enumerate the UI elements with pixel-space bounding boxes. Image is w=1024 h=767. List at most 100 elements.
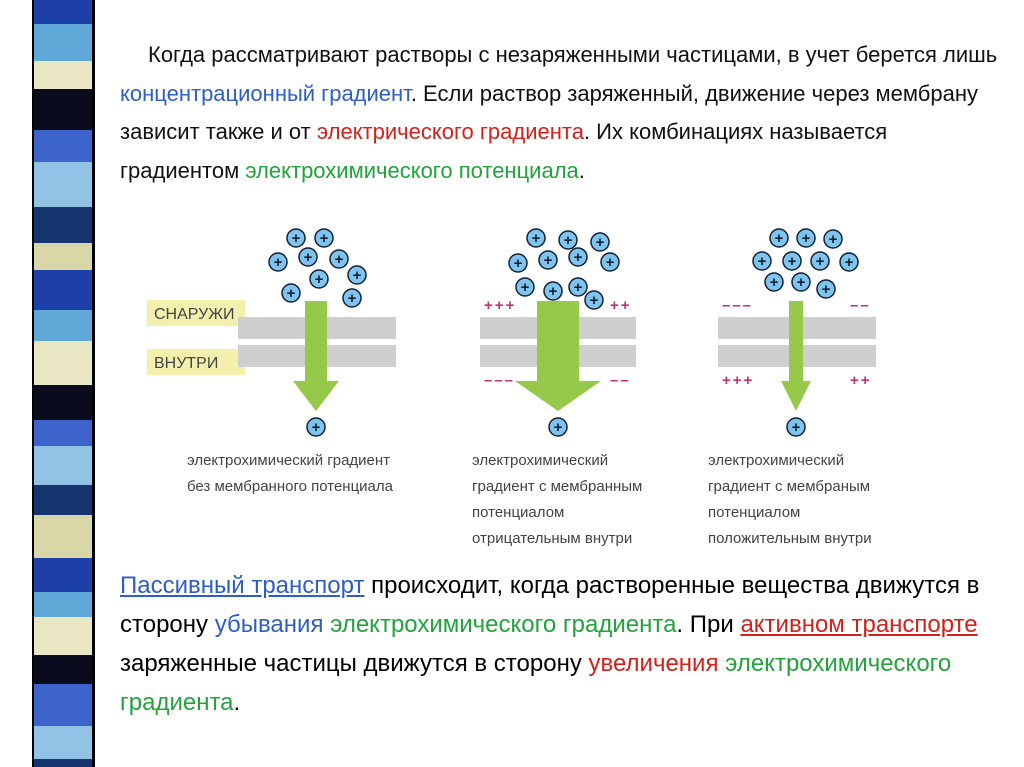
svg-text:+: +	[816, 253, 825, 270]
label-inside: ВНУТРИ	[154, 355, 218, 372]
panel-caption-line: электрохимический градиент	[187, 452, 390, 469]
svg-text:+: +	[822, 281, 831, 298]
positive-ion-icon: +	[526, 228, 546, 248]
term-increase: увеличения	[588, 650, 719, 677]
panel-caption-line: положительным внутри	[708, 530, 872, 547]
panel-caption-line: электрохимический	[708, 452, 844, 469]
stripe-block	[32, 89, 94, 130]
positive-ion-icon: +	[508, 253, 528, 273]
stripe-block	[32, 485, 94, 515]
panel-caption-line: градиент с мембранным	[472, 478, 642, 495]
gradient-arrow	[293, 301, 339, 411]
svg-text:+: +	[320, 230, 329, 247]
positive-ion-icon: +	[786, 417, 806, 437]
panel-caption-line: без мембранного потенциала	[187, 478, 394, 495]
term-passive-transport[interactable]: Пассивный транспорт	[120, 572, 365, 599]
svg-text:+: +	[829, 231, 838, 248]
svg-text:+: +	[770, 274, 779, 291]
stripe-block	[32, 310, 94, 341]
stripe-block	[32, 61, 94, 89]
svg-text:+: +	[845, 254, 854, 271]
stripe-block	[32, 617, 94, 655]
svg-text:+: +	[312, 419, 321, 436]
svg-text:+: +	[758, 253, 767, 270]
panel-caption-line: потенциалом	[708, 504, 800, 521]
positive-ion-icon: +	[281, 283, 301, 303]
positive-ion-icon: +	[839, 252, 859, 272]
positive-ion-icon: +	[590, 232, 610, 252]
term-electrochemical-gradient-1: электрохимического градиента	[330, 611, 677, 638]
positive-ion-icon: +	[764, 272, 784, 292]
stripe-block	[32, 759, 94, 767]
stripe-block	[32, 385, 94, 420]
stripe-block	[32, 207, 94, 243]
intro-text-1: Когда рассматривают растворы с незаряжен…	[148, 42, 998, 67]
positive-ion-icon: +	[347, 265, 367, 285]
svg-text:+: +	[564, 232, 573, 249]
svg-text:+: +	[353, 267, 362, 284]
svg-text:+: +	[797, 274, 806, 291]
gradient-arrow	[781, 301, 811, 411]
svg-text:+: +	[532, 230, 541, 247]
positive-ion-icon: +	[558, 230, 578, 250]
svg-text:+: +	[788, 253, 797, 270]
panel-caption-line: градиент с мембраным	[708, 478, 870, 495]
svg-text:+: +	[792, 419, 801, 436]
stripe-block	[32, 558, 94, 592]
svg-text:+: +	[596, 234, 605, 251]
svg-text:+: +	[554, 419, 563, 436]
positive-ion-icon: +	[286, 228, 306, 248]
stripe-block	[32, 270, 94, 310]
stripe-block	[32, 515, 94, 558]
outro-text-1: происходит, когда растворенные вещества …	[120, 572, 980, 638]
stripe-block	[32, 243, 94, 270]
positive-ion-icon: +	[329, 249, 349, 269]
svg-text:+: +	[514, 255, 523, 272]
positive-ion-icon: +	[298, 247, 318, 267]
svg-text:+: +	[574, 249, 583, 266]
positive-ion-icon: +	[584, 290, 604, 310]
positive-ion-icon: +	[810, 251, 830, 271]
svg-text:+: +	[521, 279, 530, 296]
svg-text:+: +	[274, 254, 283, 271]
positive-ion-icon: +	[791, 272, 811, 292]
stripe-block	[32, 726, 94, 759]
term-electrochemical-gradient-2: электрохимического градиента	[120, 650, 952, 716]
positive-ion-icon: +	[309, 269, 329, 289]
svg-text:+: +	[606, 254, 615, 271]
svg-text:+: +	[315, 271, 324, 288]
outro-text-2: . При	[676, 611, 741, 638]
svg-text:+: +	[292, 230, 301, 247]
stripe-block	[32, 24, 94, 61]
positive-ion-icon: +	[769, 228, 789, 248]
positive-ion-icon: +	[342, 288, 362, 308]
positive-ion-icon: +	[816, 279, 836, 299]
svg-text:+: +	[287, 285, 296, 302]
decorative-stripe	[32, 0, 95, 767]
intro-paragraph: Когда рассматривают растворы с незаряжен…	[120, 36, 1000, 190]
label-outside-box	[147, 300, 245, 326]
positive-ion-icon: +	[796, 228, 816, 248]
term-active-transport[interactable]: активном транспорте	[740, 611, 978, 638]
panel-caption-line: потенциалом	[472, 504, 564, 521]
stripe-block	[32, 655, 94, 684]
positive-ion-icon: +	[600, 252, 620, 272]
membrane-charge-label: ++	[850, 372, 872, 389]
intro-text-4: .	[578, 157, 585, 183]
positive-ion-icon: +	[538, 250, 558, 270]
positive-ion-icon: +	[543, 281, 563, 301]
membrane-diagram: СНАРУЖИВНУТРИ++++++++++электрохимический…	[147, 228, 876, 547]
positive-ion-icon: +	[306, 417, 326, 437]
term-concentration-gradient: концентрационный градиент	[120, 80, 411, 106]
panel-1: ++++++++++электрохимический градиентбез …	[187, 228, 396, 495]
stripe-block	[32, 130, 94, 162]
panel-caption-line: отрицательным внутри	[472, 530, 632, 547]
outro-text-3: заряженные частицы движутся в сторону	[120, 650, 589, 677]
membrane-charge-label: ++	[610, 297, 632, 314]
svg-text:+: +	[304, 249, 313, 266]
positive-ion-icon: +	[515, 277, 535, 297]
membrane-charge-label: +++	[722, 372, 754, 389]
stripe-block	[32, 341, 94, 385]
positive-ion-icon: +	[752, 251, 772, 271]
panel-caption-line: электрохимический	[472, 452, 608, 469]
